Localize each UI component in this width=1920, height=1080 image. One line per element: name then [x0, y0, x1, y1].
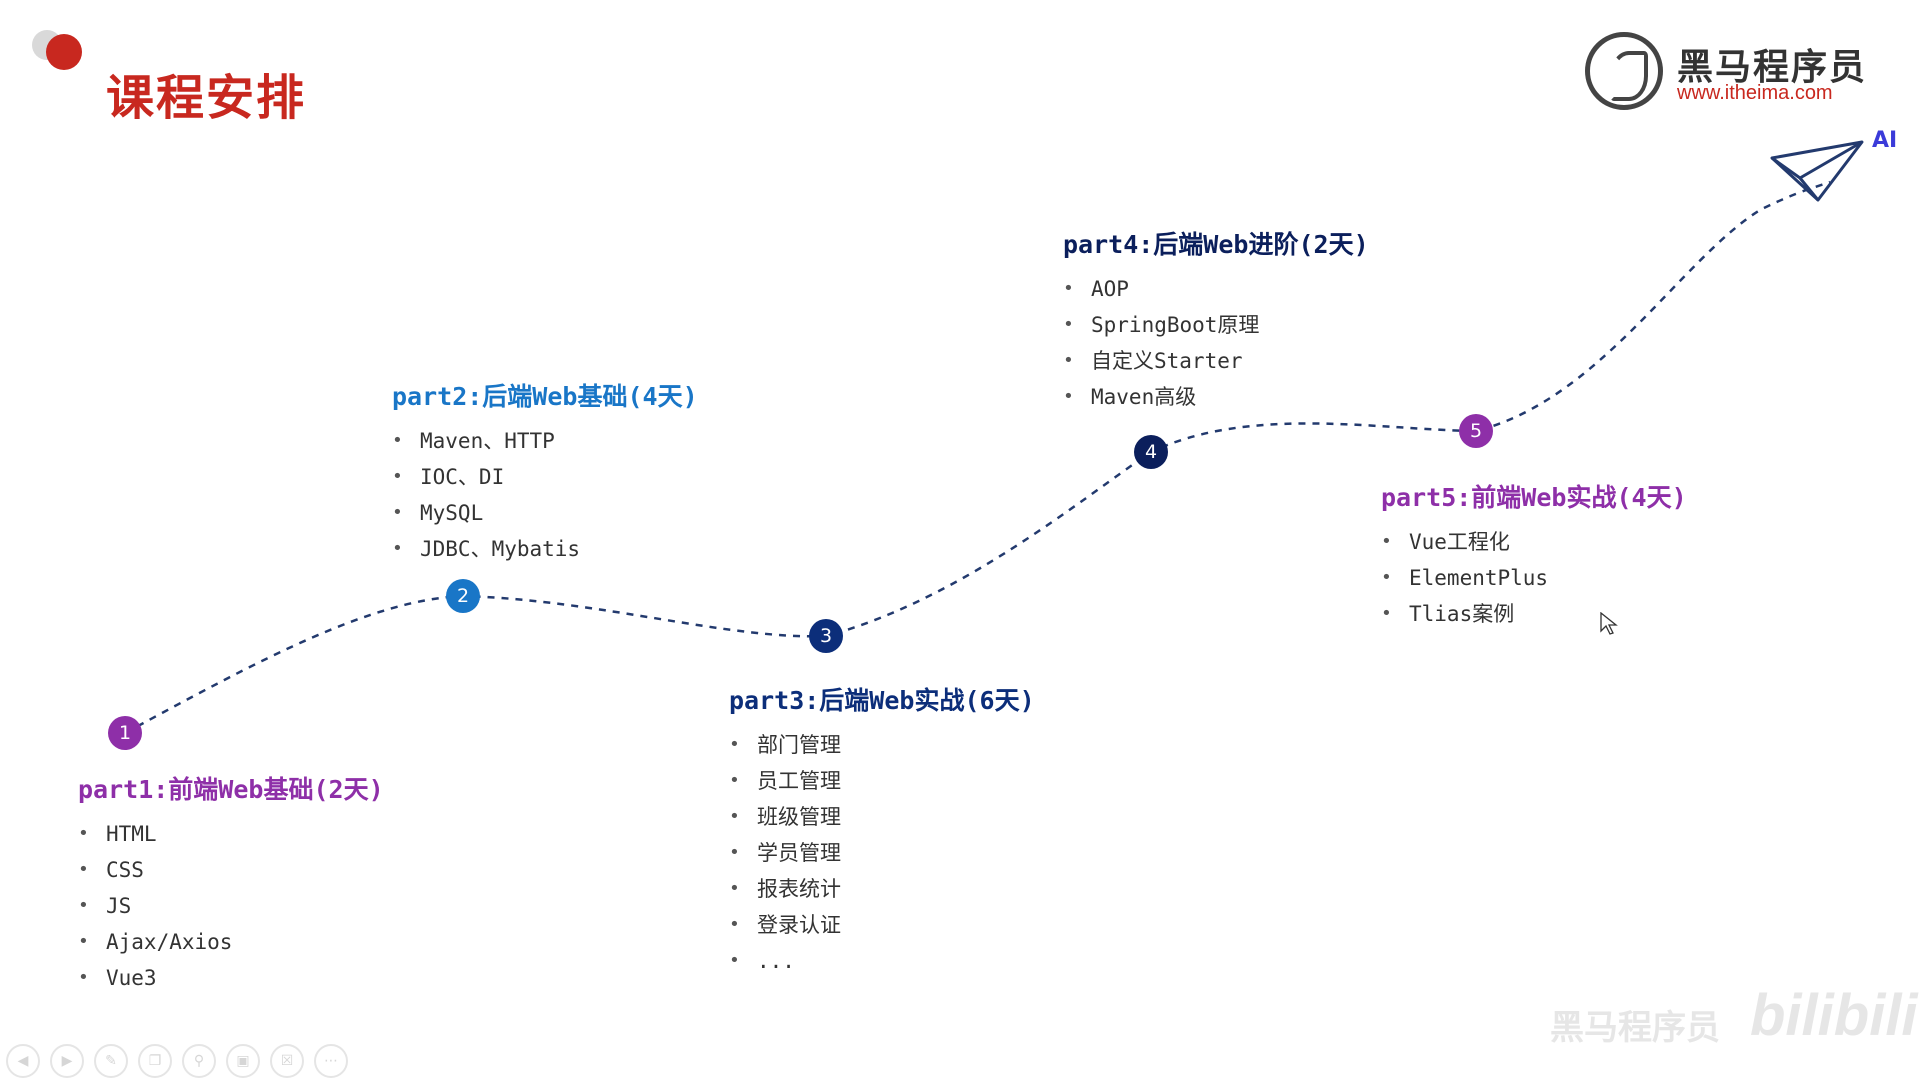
node-5: 5 — [1459, 414, 1493, 448]
watermark-text: 黑马程序员 — [1550, 1008, 1720, 1048]
list-item: 部门管理 — [729, 727, 1035, 763]
copy-icon[interactable]: ❐ — [138, 1044, 172, 1078]
part5-section: part5:前端Web实战(4天) Vue工程化 ElementPlus Tli… — [1381, 478, 1687, 632]
list-item: 员工管理 — [729, 763, 1035, 799]
prev-icon[interactable]: ◀ — [6, 1044, 40, 1078]
presentation-toolbar: ◀ ▶ ✎ ❐ ⚲ ▣ ☒ ⋯ — [6, 1044, 348, 1080]
node-1: 1 — [108, 716, 142, 750]
list-item: 报表统计 — [729, 871, 1035, 907]
node-2: 2 — [446, 579, 480, 613]
part1-list: HTML CSS JS Ajax/Axios Vue3 — [78, 816, 384, 996]
part3-section: part3:后端Web实战(6天) 部门管理 员工管理 班级管理 学员管理 报表… — [729, 681, 1035, 979]
node-3: 3 — [809, 619, 843, 653]
list-item: AOP — [1063, 271, 1369, 307]
list-item: Ajax/Axios — [78, 924, 384, 960]
zoom-icon[interactable]: ⚲ — [182, 1044, 216, 1078]
brand-logo: 黑马程序员 www.itheima.com — [1585, 30, 1885, 110]
more-icon[interactable]: ⋯ — [314, 1044, 348, 1078]
part5-title: part5:前端Web实战(4天) — [1381, 483, 1687, 512]
logo-horse-icon — [1585, 32, 1663, 110]
list-item: 登录认证 — [729, 907, 1035, 943]
camera-off-icon[interactable]: ☒ — [270, 1044, 304, 1078]
next-icon[interactable]: ▶ — [50, 1044, 84, 1078]
part4-list: AOP SpringBoot原理 自定义Starter Maven高级 — [1063, 271, 1369, 415]
slide-title: 课程安排 — [106, 70, 307, 126]
part4-section: part4:后端Web进阶(2天) AOP SpringBoot原理 自定义St… — [1063, 225, 1369, 415]
list-item: 班级管理 — [729, 799, 1035, 835]
part4-title: part4:后端Web进阶(2天) — [1063, 230, 1369, 259]
list-item: ... — [729, 943, 1035, 979]
list-item: SpringBoot原理 — [1063, 307, 1369, 343]
list-item: 学员管理 — [729, 835, 1035, 871]
list-item: JS — [78, 888, 384, 924]
part2-section: part2:后端Web基础(4天) Maven、HTTP IOC、DI MySQ… — [392, 377, 698, 567]
logo-name: 黑马程序员 — [1677, 47, 1868, 88]
part3-list: 部门管理 员工管理 班级管理 学员管理 报表统计 登录认证 ... — [729, 727, 1035, 979]
list-item: JDBC、Mybatis — [392, 531, 698, 567]
list-item: CSS — [78, 852, 384, 888]
dashed-path-line — [124, 180, 1831, 735]
list-item: IOC、DI — [392, 459, 698, 495]
list-item: Tlias案例 — [1381, 596, 1687, 632]
ai-label: AI — [1872, 128, 1898, 153]
part1-section: part1:前端Web基础(2天) HTML CSS JS Ajax/Axios… — [78, 770, 384, 996]
list-item: Vue工程化 — [1381, 524, 1687, 560]
decorative-dot-red — [46, 34, 82, 70]
part2-title: part2:后端Web基础(4天) — [392, 382, 698, 411]
part1-title: part1:前端Web基础(2天) — [78, 775, 384, 804]
part5-list: Vue工程化 ElementPlus Tlias案例 — [1381, 524, 1687, 632]
paper-plane-icon — [1770, 140, 1864, 202]
list-item: ElementPlus — [1381, 560, 1687, 596]
list-item: 自定义Starter — [1063, 343, 1369, 379]
pen-icon[interactable]: ✎ — [94, 1044, 128, 1078]
cursor-icon — [1600, 612, 1618, 635]
part2-list: Maven、HTTP IOC、DI MySQL JDBC、Mybatis — [392, 423, 698, 567]
list-item: Maven高级 — [1063, 379, 1369, 415]
part3-title: part3:后端Web实战(6天) — [729, 686, 1035, 715]
list-item: Vue3 — [78, 960, 384, 996]
list-item: MySQL — [392, 495, 698, 531]
watermark-bilibili: bilibili — [1750, 983, 1918, 1048]
list-item: Maven、HTTP — [392, 423, 698, 459]
node-4: 4 — [1134, 435, 1168, 469]
list-item: HTML — [78, 816, 384, 852]
logo-url: www.itheima.com — [1677, 82, 1833, 104]
screen-icon[interactable]: ▣ — [226, 1044, 260, 1078]
